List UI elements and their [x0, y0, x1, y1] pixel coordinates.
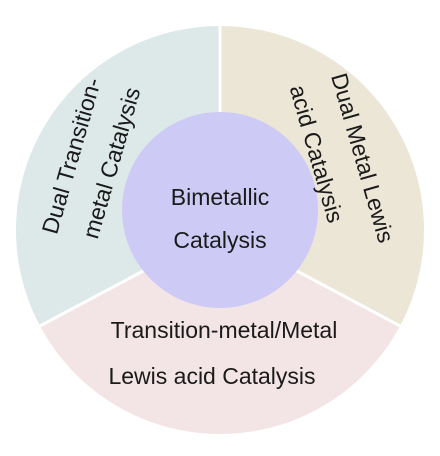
- segment-transition-metal-lewis-acid-label-line2: Lewis acid Catalysis: [108, 363, 315, 389]
- segment-transition-metal-lewis-acid-label-line1: Transition-metal/Metal: [111, 317, 338, 343]
- center-label-line2: Catalysis: [173, 227, 266, 253]
- center-label-line1: Bimetallic: [171, 184, 269, 210]
- center-circle: [122, 112, 318, 308]
